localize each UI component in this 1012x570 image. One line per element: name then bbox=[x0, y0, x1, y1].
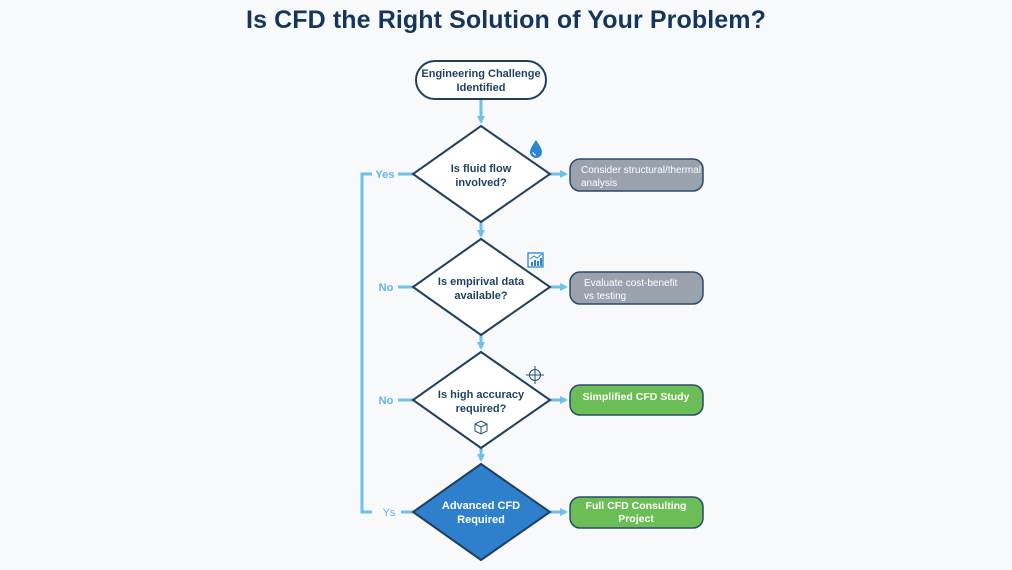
outcome-structural-thermal: Consider structural/thermal analysis bbox=[569, 158, 704, 192]
final-line2: Required bbox=[457, 514, 505, 526]
outcome-1-line1: Consider structural/thermal bbox=[581, 165, 701, 176]
decision-empirical-data: Is empirival data available? bbox=[411, 237, 552, 337]
outcome-cost-benefit: Evaluate cost-benefit vs testing bbox=[569, 271, 704, 305]
left-loop-connector bbox=[360, 172, 372, 514]
crosshair-icon bbox=[526, 366, 544, 384]
start-node-line2: Identified bbox=[457, 82, 506, 94]
outcome-3-line1: Simplified CFD Study bbox=[583, 391, 690, 403]
left-label-2: No bbox=[379, 282, 394, 294]
outcome-2-line1: Evaluate cost-benefit bbox=[584, 278, 678, 289]
decision-2-line1: Is empirival data bbox=[438, 276, 525, 288]
left-label-3: No bbox=[379, 395, 394, 407]
outcome-4-line2: Project bbox=[618, 513, 654, 525]
left-label-4: Ys bbox=[383, 507, 396, 519]
cube-icon bbox=[474, 420, 488, 435]
decision-fluid-flow: Is fluid flow involved? bbox=[411, 124, 552, 224]
left-label-1: Yes bbox=[376, 169, 395, 181]
final-line1: Advanced CFD bbox=[442, 500, 520, 512]
water-drop-icon bbox=[530, 140, 542, 158]
decision-3-line2: required? bbox=[456, 403, 507, 415]
decision-3-line1: Is high accuracy bbox=[438, 389, 525, 401]
chart-icon bbox=[527, 252, 544, 268]
outcome-full-cfd-consulting: Full CFD Consulting Project bbox=[569, 496, 704, 529]
outcome-4-line1: Full CFD Consulting bbox=[586, 500, 687, 512]
final-decision-advanced-cfd: Advanced CFD Required bbox=[411, 462, 552, 562]
page-title: Is CFD the Right Solution of Your Proble… bbox=[246, 6, 766, 34]
start-node: Engineering Challenge Identified bbox=[415, 60, 547, 100]
outcome-1-line2: analysis bbox=[581, 178, 617, 189]
decision-2-line2: available? bbox=[454, 290, 507, 302]
start-node-line1: Engineering Challenge bbox=[421, 68, 540, 80]
decision-1-line1: Is fluid flow bbox=[451, 163, 512, 175]
decision-high-accuracy: Is high accuracy required? bbox=[411, 350, 552, 450]
outcome-2-line2: vs testing bbox=[584, 291, 626, 302]
outcome-simplified-cfd: Simplified CFD Study bbox=[569, 384, 704, 416]
decision-1-line2: involved? bbox=[455, 177, 507, 189]
